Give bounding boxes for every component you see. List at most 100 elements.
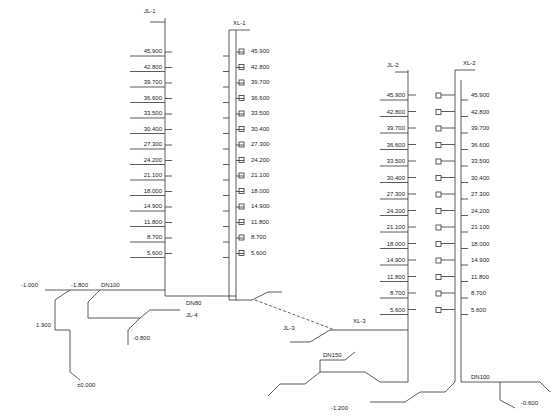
branch-pipe <box>236 253 244 254</box>
branch-pipe <box>408 260 416 261</box>
valve-symbol <box>239 142 244 147</box>
riser-pipe <box>236 30 237 300</box>
elevation-label: 11.800 <box>386 274 406 281</box>
elevation-label: 24.200 <box>470 208 490 215</box>
elevation-leader <box>380 215 408 216</box>
valve-symbol <box>239 49 244 54</box>
pipe-label: DN100 <box>100 282 121 289</box>
branch-pipe <box>236 98 244 99</box>
elevation-leader <box>380 149 408 150</box>
pipe-label: -0.800 <box>132 335 151 342</box>
pipe-label: JL-2 <box>386 62 400 69</box>
pipe-label: DN150 <box>322 352 343 359</box>
elevation-label: 45.900 <box>386 92 406 99</box>
elevation-leader <box>130 87 165 88</box>
pipe <box>229 30 250 31</box>
elevation-label: 27.300 <box>470 191 490 198</box>
elevation-label: 24.200 <box>250 157 270 164</box>
valve-symbol <box>239 111 244 116</box>
riser-pipe <box>455 70 456 382</box>
elevation-label: 39.700 <box>470 125 490 132</box>
branch-pipe <box>408 309 416 310</box>
branch-pipe <box>461 199 468 200</box>
branch-pipe <box>441 95 455 96</box>
elevation-leader <box>380 100 408 101</box>
branch-pipe <box>165 160 172 161</box>
valve-symbol <box>436 225 441 230</box>
elevation-leader <box>380 133 408 134</box>
valve-symbol <box>436 242 441 247</box>
branch-pipe <box>165 253 172 254</box>
elevation-label: 27.300 <box>386 191 406 198</box>
elevation-label: 42.800 <box>143 64 163 71</box>
pipe-label: -1.000 <box>20 282 39 289</box>
elevation-label: 42.800 <box>250 64 270 71</box>
branch-pipe <box>165 83 172 84</box>
branch-pipe <box>236 52 244 53</box>
branch-pipe <box>408 194 416 195</box>
elevation-label: 39.700 <box>250 79 270 86</box>
elevation-label: 30.400 <box>386 175 406 182</box>
branch-pipe <box>408 111 416 112</box>
branch-pipe <box>223 242 229 243</box>
branch-pipe <box>165 129 172 130</box>
branch-pipe <box>441 177 455 178</box>
floor-branches <box>130 49 468 315</box>
elevation-label: 5.600 <box>389 307 406 314</box>
branch-pipe <box>223 149 229 150</box>
elevation-label: 42.800 <box>386 109 406 116</box>
valve-symbol <box>239 220 244 225</box>
branch-pipe <box>165 207 172 208</box>
elevation-label: 27.300 <box>143 141 163 148</box>
branch-pipe <box>223 133 229 134</box>
pipe <box>500 382 515 408</box>
elevation-label: 45.900 <box>143 48 163 55</box>
elevation-label: 24.200 <box>386 208 406 215</box>
branch-pipe <box>461 265 468 266</box>
branch-pipe <box>236 160 244 161</box>
elevation-label: 11.800 <box>143 219 163 226</box>
branch-pipe <box>165 191 172 192</box>
branch-pipe <box>461 232 468 233</box>
branch-pipe <box>461 298 468 299</box>
elevation-leader <box>130 242 165 243</box>
pipes <box>45 18 550 408</box>
elevation-label: 18.000 <box>250 188 270 195</box>
pipe-label: JL-4 <box>185 312 199 319</box>
valve-symbol <box>239 189 244 194</box>
elevation-label: 5.600 <box>146 250 163 257</box>
elevation-label: 21.100 <box>250 172 270 179</box>
valve-symbol <box>436 291 441 296</box>
branch-pipe <box>236 67 244 68</box>
branch-pipe <box>441 194 455 195</box>
elevation-label: 39.700 <box>143 79 163 86</box>
branch-pipe <box>165 114 172 115</box>
elevation-label: 36.600 <box>470 142 490 149</box>
valve-symbol <box>436 192 441 197</box>
branch-pipe <box>165 176 172 177</box>
pipe-label: -0.600 <box>520 400 539 407</box>
branch-pipe <box>236 129 244 130</box>
elevation-leader <box>380 314 408 315</box>
elevation-label: 33.500 <box>470 158 490 165</box>
elevation-leader <box>380 199 408 200</box>
branch-pipe <box>408 243 416 244</box>
branch-pipe <box>408 128 416 129</box>
elevation-label: 36.600 <box>250 95 270 102</box>
branch-pipe <box>461 281 468 282</box>
pipe <box>461 382 550 392</box>
pipe-label: -1.800 <box>70 282 89 289</box>
valve-symbol <box>239 173 244 178</box>
valve-symbol <box>239 65 244 70</box>
elevation-label: 42.800 <box>470 109 490 116</box>
elevation-label: 45.900 <box>470 92 490 99</box>
branch-pipe <box>408 276 416 277</box>
branch-pipe <box>236 176 244 177</box>
pipe <box>150 22 165 23</box>
valve-symbol <box>239 80 244 85</box>
elevation-leader <box>130 257 165 258</box>
elevation-label: 8.700 <box>389 290 406 297</box>
branch-pipe <box>408 293 416 294</box>
branch-pipe <box>236 114 244 115</box>
